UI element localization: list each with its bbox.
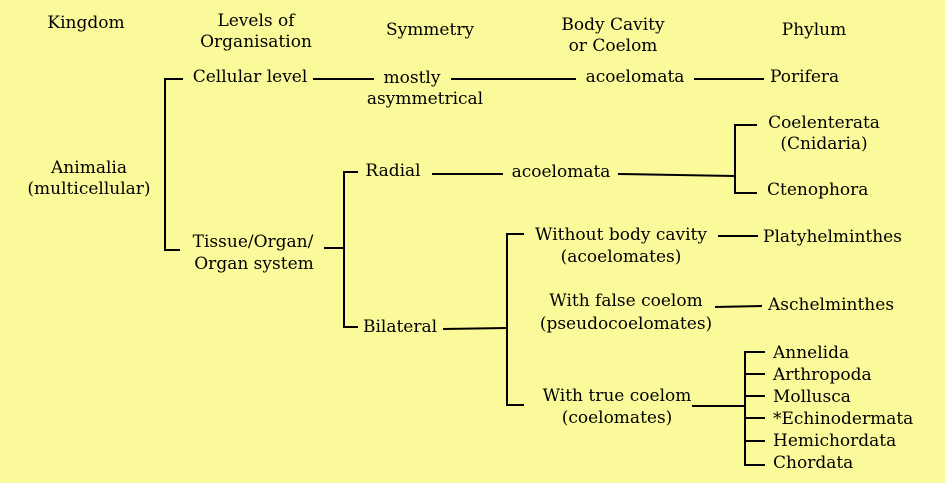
phylum-platyhelminthes: Platyhelminthes bbox=[763, 227, 902, 247]
symmetry-bilateral: Bilateral bbox=[362, 317, 438, 337]
phylum-porifera: Porifera bbox=[770, 67, 840, 87]
coelom-without-line1: Without body cavity bbox=[535, 225, 707, 245]
phylum-annelida: Annelida bbox=[773, 343, 850, 363]
coelom-without-line2: (acoelomates) bbox=[560, 247, 682, 267]
phylum-coelenterata-line2: (Cnidaria) bbox=[780, 134, 868, 154]
coelom-false-line2: (pseudocoelomates) bbox=[539, 314, 713, 334]
symmetry-mostly-line2: asymmetrical bbox=[366, 89, 484, 109]
coelom-true-line2: (coelomates) bbox=[561, 408, 673, 428]
kingdom-animalia-line1: Animalia bbox=[51, 158, 127, 178]
phylum-chordata: Chordata bbox=[773, 453, 854, 473]
phylum-aschelminthes: Aschelminthes bbox=[768, 295, 895, 315]
phylum-echinodermata: *Echinodermata bbox=[773, 409, 914, 429]
header-body-cavity-line1: Body Cavity bbox=[561, 15, 665, 35]
level-tissue-line2: Organ system bbox=[194, 254, 314, 274]
kingdom-animalia-line2: (multicellular) bbox=[27, 179, 151, 199]
coelom-cellular-acoelomata: acoelomata bbox=[585, 67, 685, 87]
symmetry-mostly-line1: mostly bbox=[383, 68, 441, 88]
coelom-true-line1: With true coelom bbox=[542, 386, 692, 406]
coelom-radial-acoelomata: acoelomata bbox=[511, 162, 611, 182]
phylum-arthropoda: Arthropoda bbox=[773, 365, 872, 385]
header-body-cavity-line2: or Coelom bbox=[568, 36, 658, 56]
phylum-ctenophora: Ctenophora bbox=[767, 180, 869, 200]
phylum-hemichordata: Hemichordata bbox=[773, 431, 897, 451]
header-phylum: Phylum bbox=[781, 20, 847, 40]
phylum-coelenterata-line1: Coelenterata bbox=[768, 113, 880, 133]
phylum-mollusca: Mollusca bbox=[773, 387, 851, 407]
header-levels-line2: Organisation bbox=[200, 32, 312, 52]
level-tissue-line1: Tissue/Organ/ bbox=[192, 232, 314, 252]
header-symmetry: Symmetry bbox=[385, 20, 475, 40]
symmetry-radial: Radial bbox=[365, 161, 421, 181]
level-cellular: Cellular level bbox=[192, 67, 308, 87]
coelom-false-line1: With false coelom bbox=[549, 291, 703, 311]
header-levels-line1: Levels of bbox=[217, 11, 295, 31]
header-kingdom: Kingdom bbox=[47, 13, 125, 33]
